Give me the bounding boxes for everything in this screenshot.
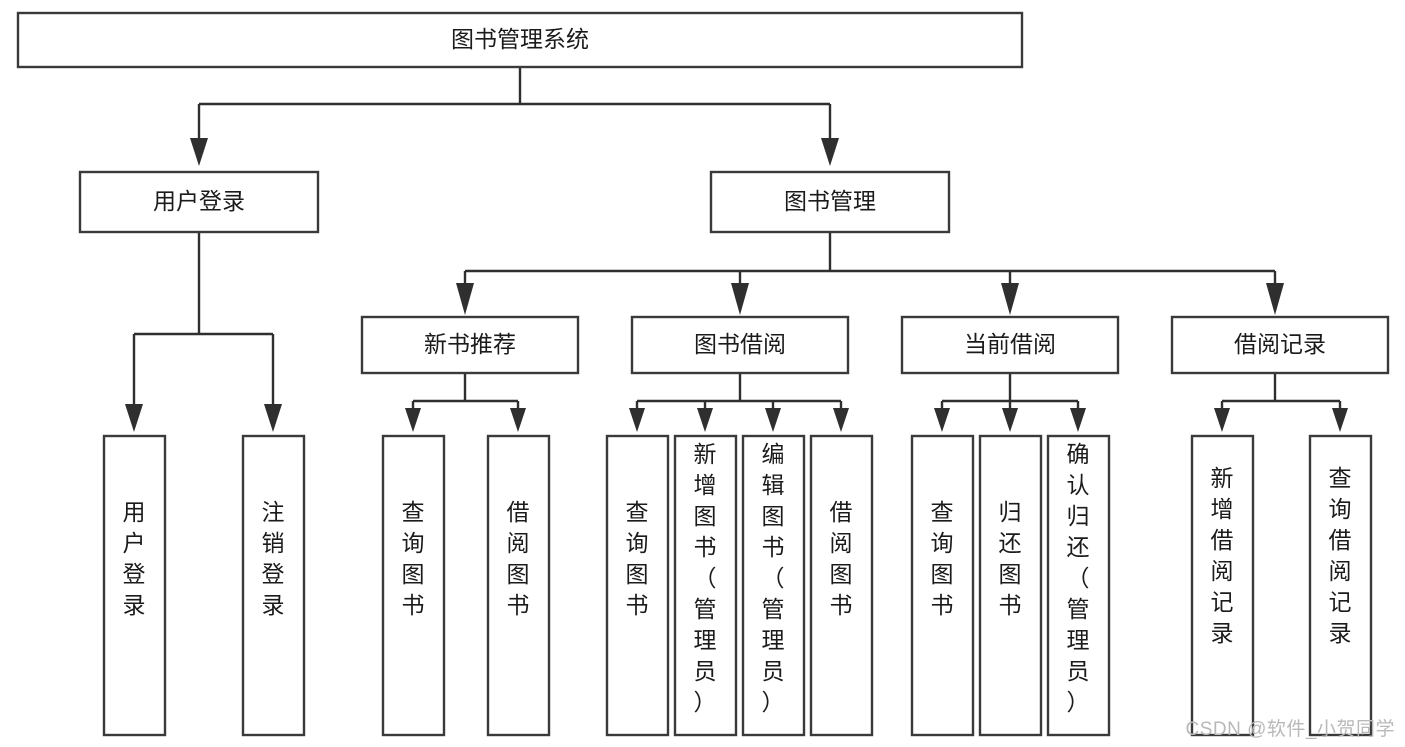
node-current-borrow-box[interactable]	[900, 315, 1120, 375]
arrow-to-new-book-rec	[456, 283, 474, 315]
node-leaf-add-borrow-record[interactable]: 新增借阅记录	[1190, 434, 1255, 737]
arrow-to-leaf-1	[125, 404, 143, 432]
arrow-root-to-user-login	[190, 138, 208, 166]
node-leaf-logout-box[interactable]	[241, 434, 306, 737]
node-leaf-edit-book-box[interactable]	[741, 434, 806, 737]
node-leaf-edit-book-label: 编辑图书（管理员）	[762, 441, 785, 715]
node-leaf-logout-label: 注销登录	[262, 499, 285, 618]
node-leaf-edit-book[interactable]: 编辑图书（管理员）	[741, 434, 806, 737]
node-leaf-query-book-1-box[interactable]	[381, 434, 446, 737]
node-root-label: 图书管理系统	[451, 26, 589, 52]
arrow-to-leaf-11	[1070, 408, 1086, 432]
arrow-root-to-book-manage	[821, 138, 839, 166]
node-leaf-query-borrow-record[interactable]: 查询借阅记录	[1308, 434, 1373, 737]
node-new-book-recommend-box[interactable]	[360, 315, 580, 375]
node-current-borrow[interactable]: 当前借阅	[900, 315, 1120, 375]
node-leaf-query-borrow-record-box[interactable]	[1308, 434, 1373, 737]
node-leaf-user-login-label: 用户登录	[123, 499, 146, 618]
node-leaf-return-book-box[interactable]	[978, 434, 1043, 737]
node-leaf-query-book-1-label: 查询图书	[402, 499, 425, 618]
arrow-to-leaf-7	[765, 408, 781, 432]
node-leaf-query-borrow-record-label: 查询借阅记录	[1329, 465, 1352, 646]
node-leaf-borrow-book-1-box[interactable]	[486, 434, 551, 737]
node-book-borrow[interactable]: 图书借阅	[630, 315, 850, 375]
node-leaf-return-book[interactable]: 归还图书	[978, 434, 1043, 737]
arrow-to-leaf-10	[1002, 408, 1018, 432]
arrow-to-leaf-8	[833, 408, 849, 432]
node-leaf-logout[interactable]: 注销登录	[241, 434, 306, 737]
node-borrow-record-label: 借阅记录	[1234, 331, 1326, 357]
connector-layer	[125, 67, 1348, 432]
node-leaf-confirm-return-label: 确认归还（管理员）	[1067, 441, 1090, 715]
node-book-management-box[interactable]	[709, 170, 951, 234]
node-leaf-borrow-book-2-label: 借阅图书	[830, 499, 853, 618]
node-leaf-add-book-box[interactable]	[673, 434, 738, 737]
node-leaf-query-book-3[interactable]: 查询图书	[910, 434, 975, 737]
node-leaf-query-book-2-label: 查询图书	[626, 499, 649, 618]
node-book-borrow-box[interactable]	[630, 315, 850, 375]
node-leaf-add-book[interactable]: 新增图书（管理员）	[673, 434, 738, 737]
arrow-to-leaf-12	[1214, 408, 1230, 432]
node-book-management[interactable]: 图书管理	[709, 170, 951, 234]
node-user-login-box[interactable]	[78, 170, 320, 234]
node-leaf-confirm-return[interactable]: 确认归还（管理员）	[1046, 434, 1111, 737]
node-leaf-query-book-3-label: 查询图书	[931, 499, 954, 618]
arrow-to-borrow-record	[1266, 283, 1284, 315]
node-borrow-record-box[interactable]	[1170, 315, 1390, 375]
node-user-login-label: 用户登录	[153, 188, 245, 214]
node-leaf-return-book-label: 归还图书	[999, 499, 1022, 618]
arrow-to-leaf-13	[1332, 408, 1348, 432]
arrow-to-leaf-2	[264, 404, 282, 432]
node-leaf-add-book-label: 新增图书（管理员）	[694, 441, 717, 715]
node-leaf-borrow-book-2-box[interactable]	[809, 434, 874, 737]
node-borrow-record[interactable]: 借阅记录	[1170, 315, 1390, 375]
node-new-book-recommend[interactable]: 新书推荐	[360, 315, 580, 375]
arrow-to-leaf-9	[934, 408, 950, 432]
node-leaf-add-borrow-record-label: 新增借阅记录	[1211, 465, 1234, 646]
node-book-management-label: 图书管理	[784, 188, 876, 214]
node-leaf-borrow-book-2[interactable]: 借阅图书	[809, 434, 874, 737]
node-leaf-add-borrow-record-box[interactable]	[1190, 434, 1255, 737]
arrow-to-leaf-3	[405, 408, 421, 432]
node-user-login[interactable]: 用户登录	[78, 170, 320, 234]
node-leaf-query-book-3-box[interactable]	[910, 434, 975, 737]
csdn-watermark: CSDN @软件_小贺同学	[1185, 719, 1395, 740]
node-leaf-borrow-book-1-label: 借阅图书	[507, 499, 530, 618]
node-leaf-borrow-book-1[interactable]: 借阅图书	[486, 434, 551, 737]
node-leaf-query-book-2-box[interactable]	[605, 434, 670, 737]
node-new-book-recommend-label: 新书推荐	[424, 331, 516, 357]
arrow-to-leaf-4	[510, 408, 526, 432]
arrow-to-current-borrow	[1001, 283, 1019, 315]
node-root[interactable]: 图书管理系统	[16, 11, 1024, 69]
node-leaf-query-book-2[interactable]: 查询图书	[605, 434, 670, 737]
node-leaf-confirm-return-box[interactable]	[1046, 434, 1111, 737]
arrow-to-leaf-5	[629, 408, 645, 432]
arrow-to-book-borrow	[731, 283, 749, 315]
arrow-to-leaf-6	[697, 408, 713, 432]
node-current-borrow-label: 当前借阅	[964, 331, 1056, 357]
node-leaf-query-book-1[interactable]: 查询图书	[381, 434, 446, 737]
node-root-box[interactable]	[16, 11, 1024, 69]
node-leaf-user-login-box[interactable]	[102, 434, 167, 737]
node-leaf-user-login[interactable]: 用户登录	[102, 434, 167, 737]
node-book-borrow-label: 图书借阅	[694, 331, 786, 357]
